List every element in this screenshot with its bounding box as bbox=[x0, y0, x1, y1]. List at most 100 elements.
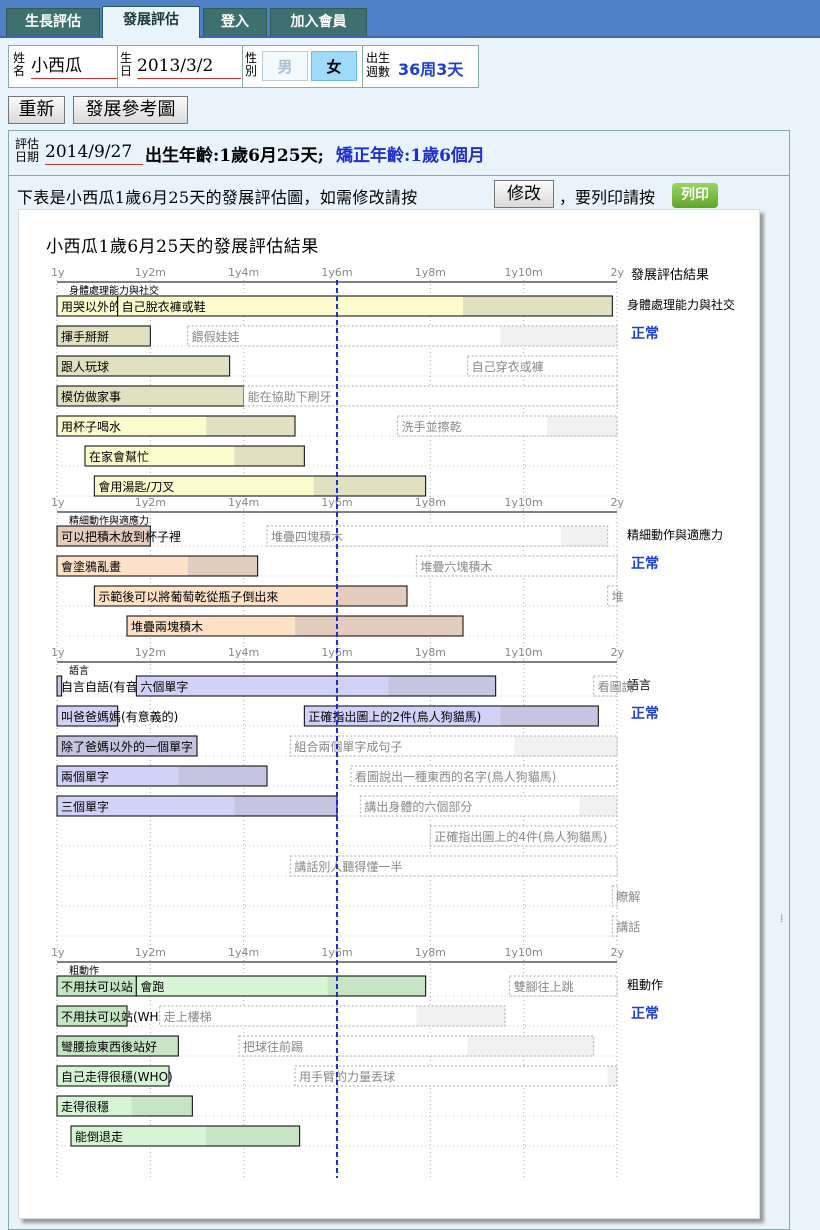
milestone-bar: 組合兩個單字成句子 bbox=[289, 735, 618, 757]
milestone-bar: 堆 bbox=[607, 585, 624, 607]
milestone-label: 能倒退走 bbox=[75, 1130, 123, 1144]
name-input[interactable]: 小西瓜 bbox=[31, 54, 117, 79]
evaluation-date-row: 評估日期 2014/9/27 出生年齡:1歲6月25天; 矯正年齡:1歲6個月 bbox=[9, 131, 789, 176]
profile-panel: 姓名 小西瓜 生日 2013/3/2 性別 男 女 出生週數 36周3天 bbox=[8, 45, 479, 88]
scroll-grip-icon[interactable]: ⁞ bbox=[780, 912, 784, 925]
milestone-label: 不用扶可以站(WH bbox=[61, 1009, 159, 1024]
milestone-bar: 自己走得很穩(WHO) bbox=[56, 1065, 173, 1087]
reset-button[interactable]: 重新 bbox=[8, 96, 65, 124]
bar-segment bbox=[463, 296, 613, 316]
bar-segment bbox=[71, 1126, 207, 1146]
bar-segment bbox=[159, 1006, 417, 1026]
divider bbox=[362, 46, 363, 87]
milestone-bar: 用杯子喝水 bbox=[56, 415, 296, 437]
milestone-bar: 自言自語(有音 bbox=[56, 675, 138, 697]
tick-label: 1y2m bbox=[135, 646, 166, 659]
bar-segment bbox=[607, 586, 617, 606]
instruction-text: 下表是小西瓜1歲6月25天的發展評估圖，如需修改請按 bbox=[17, 188, 418, 207]
milestone-label: 彎腰撿東西後站好 bbox=[61, 1039, 157, 1054]
milestone-bar: 走上樓梯 bbox=[159, 1005, 506, 1027]
top-nav-bar: 生長評估 發展評估 登入 加入會員 bbox=[0, 0, 820, 38]
bar-outline bbox=[429, 825, 618, 847]
bar-segment bbox=[85, 446, 235, 466]
bar-outline bbox=[415, 555, 618, 577]
tick-label: 1y10m bbox=[505, 266, 543, 279]
milestone-bar: 把球往前踢 bbox=[238, 1035, 595, 1057]
tick-label: 1y bbox=[51, 946, 65, 959]
name-label: 姓名 bbox=[13, 51, 26, 78]
bar-outline bbox=[159, 1005, 506, 1027]
milestone-label: 可以把積木放到杯子裡 bbox=[61, 529, 181, 544]
bar-outline bbox=[187, 325, 618, 347]
tab-login[interactable]: 登入 bbox=[203, 8, 267, 36]
gender-female-button[interactable]: 女 bbox=[311, 51, 357, 81]
evaluation-date-input[interactable]: 2014/9/27 bbox=[45, 140, 143, 165]
bar-outline bbox=[56, 675, 63, 697]
bar-outline bbox=[397, 415, 618, 437]
milestone-label: 餵假娃娃 bbox=[192, 329, 240, 344]
milestone-bar: 會用湯匙/刀叉 bbox=[93, 475, 427, 497]
milestone-bar: 六個單字 bbox=[135, 675, 497, 697]
bar-outline bbox=[56, 795, 338, 817]
tick-label: 1y8m bbox=[415, 646, 446, 659]
milestone-bar: 看圖說 bbox=[593, 675, 634, 697]
bar-outline bbox=[243, 385, 618, 407]
milestone-label: 講出身體的六個部分 bbox=[364, 799, 472, 814]
reference-chart-button[interactable]: 發展參考圖 bbox=[73, 96, 188, 124]
bar-segment bbox=[57, 386, 244, 406]
milestone-label: 用手臂的力量丟球 bbox=[299, 1069, 395, 1084]
milestone-bar: 正確指出圖上的2件(鳥人狗貓馬) bbox=[303, 705, 599, 727]
bar-segment bbox=[267, 526, 561, 546]
bar-segment bbox=[57, 556, 188, 576]
milestone-bar: 正確指出圖上的4件(鳥人狗貓馬) bbox=[429, 825, 618, 847]
bar-outline bbox=[84, 445, 305, 467]
birthday-input[interactable]: 2013/3/2 bbox=[137, 54, 241, 79]
milestone-bar: 跟人玩球 bbox=[56, 355, 231, 377]
milestone-label: 用杯子喝水 bbox=[61, 420, 121, 434]
milestone-label: 自言自語(有音 bbox=[61, 679, 138, 694]
milestone-bar: 瞭解 bbox=[611, 885, 640, 907]
milestone-label: 雙腳往上跳 bbox=[514, 979, 574, 994]
section-result-label: 粗動作 bbox=[627, 978, 663, 992]
tick-label: 1y10m bbox=[505, 496, 543, 509]
tab-development-assessment[interactable]: 發展評估 bbox=[102, 6, 200, 38]
bar-segment bbox=[351, 766, 617, 786]
bar-outline bbox=[607, 585, 618, 607]
section-result-label: 身體處理能力與社交 bbox=[627, 297, 735, 312]
bar-outline bbox=[56, 705, 119, 727]
bar-segment bbox=[304, 706, 501, 726]
section-result-value: 正常 bbox=[631, 705, 659, 722]
milestone-label: 用哭以外的 bbox=[61, 299, 121, 314]
milestone-bar: 模仿做家事 bbox=[56, 385, 245, 407]
gender-label: 性別 bbox=[245, 51, 258, 78]
tick-label: 2y bbox=[610, 496, 624, 509]
milestone-bar: 用哭以外的 bbox=[56, 295, 121, 317]
print-button[interactable]: 列印 bbox=[672, 183, 718, 208]
section-title: 粗動作 bbox=[69, 964, 99, 977]
bar-outline bbox=[135, 675, 497, 697]
bar-outline bbox=[289, 735, 618, 757]
tick-label: 1y6m bbox=[321, 496, 352, 509]
bar-segment bbox=[187, 326, 501, 346]
tab-growth-assessment[interactable]: 生長評估 bbox=[6, 8, 100, 36]
bar-segment bbox=[509, 976, 617, 996]
tab-join-member[interactable]: 加入會員 bbox=[270, 8, 367, 36]
bar-segment bbox=[561, 526, 608, 546]
bar-segment bbox=[57, 1096, 132, 1116]
bar-segment bbox=[337, 586, 407, 606]
tick-label: 1y bbox=[51, 266, 65, 279]
milestone-label: 把球往前踢 bbox=[243, 1039, 303, 1054]
milestone-label: 自己走得很穩(WHO) bbox=[61, 1069, 173, 1084]
milestone-label: 跟人玩球 bbox=[61, 360, 109, 374]
bar-segment bbox=[500, 326, 617, 346]
bar-segment bbox=[136, 676, 389, 696]
edit-button[interactable]: 修改 bbox=[494, 180, 554, 208]
bar-segment bbox=[57, 326, 151, 346]
tick-label: 1y2m bbox=[135, 496, 166, 509]
bar-segment bbox=[131, 1096, 193, 1116]
gender-male-button[interactable]: 男 bbox=[262, 51, 308, 81]
milestone-bar: 堆疊六塊積木 bbox=[415, 555, 618, 577]
divider bbox=[242, 46, 243, 87]
